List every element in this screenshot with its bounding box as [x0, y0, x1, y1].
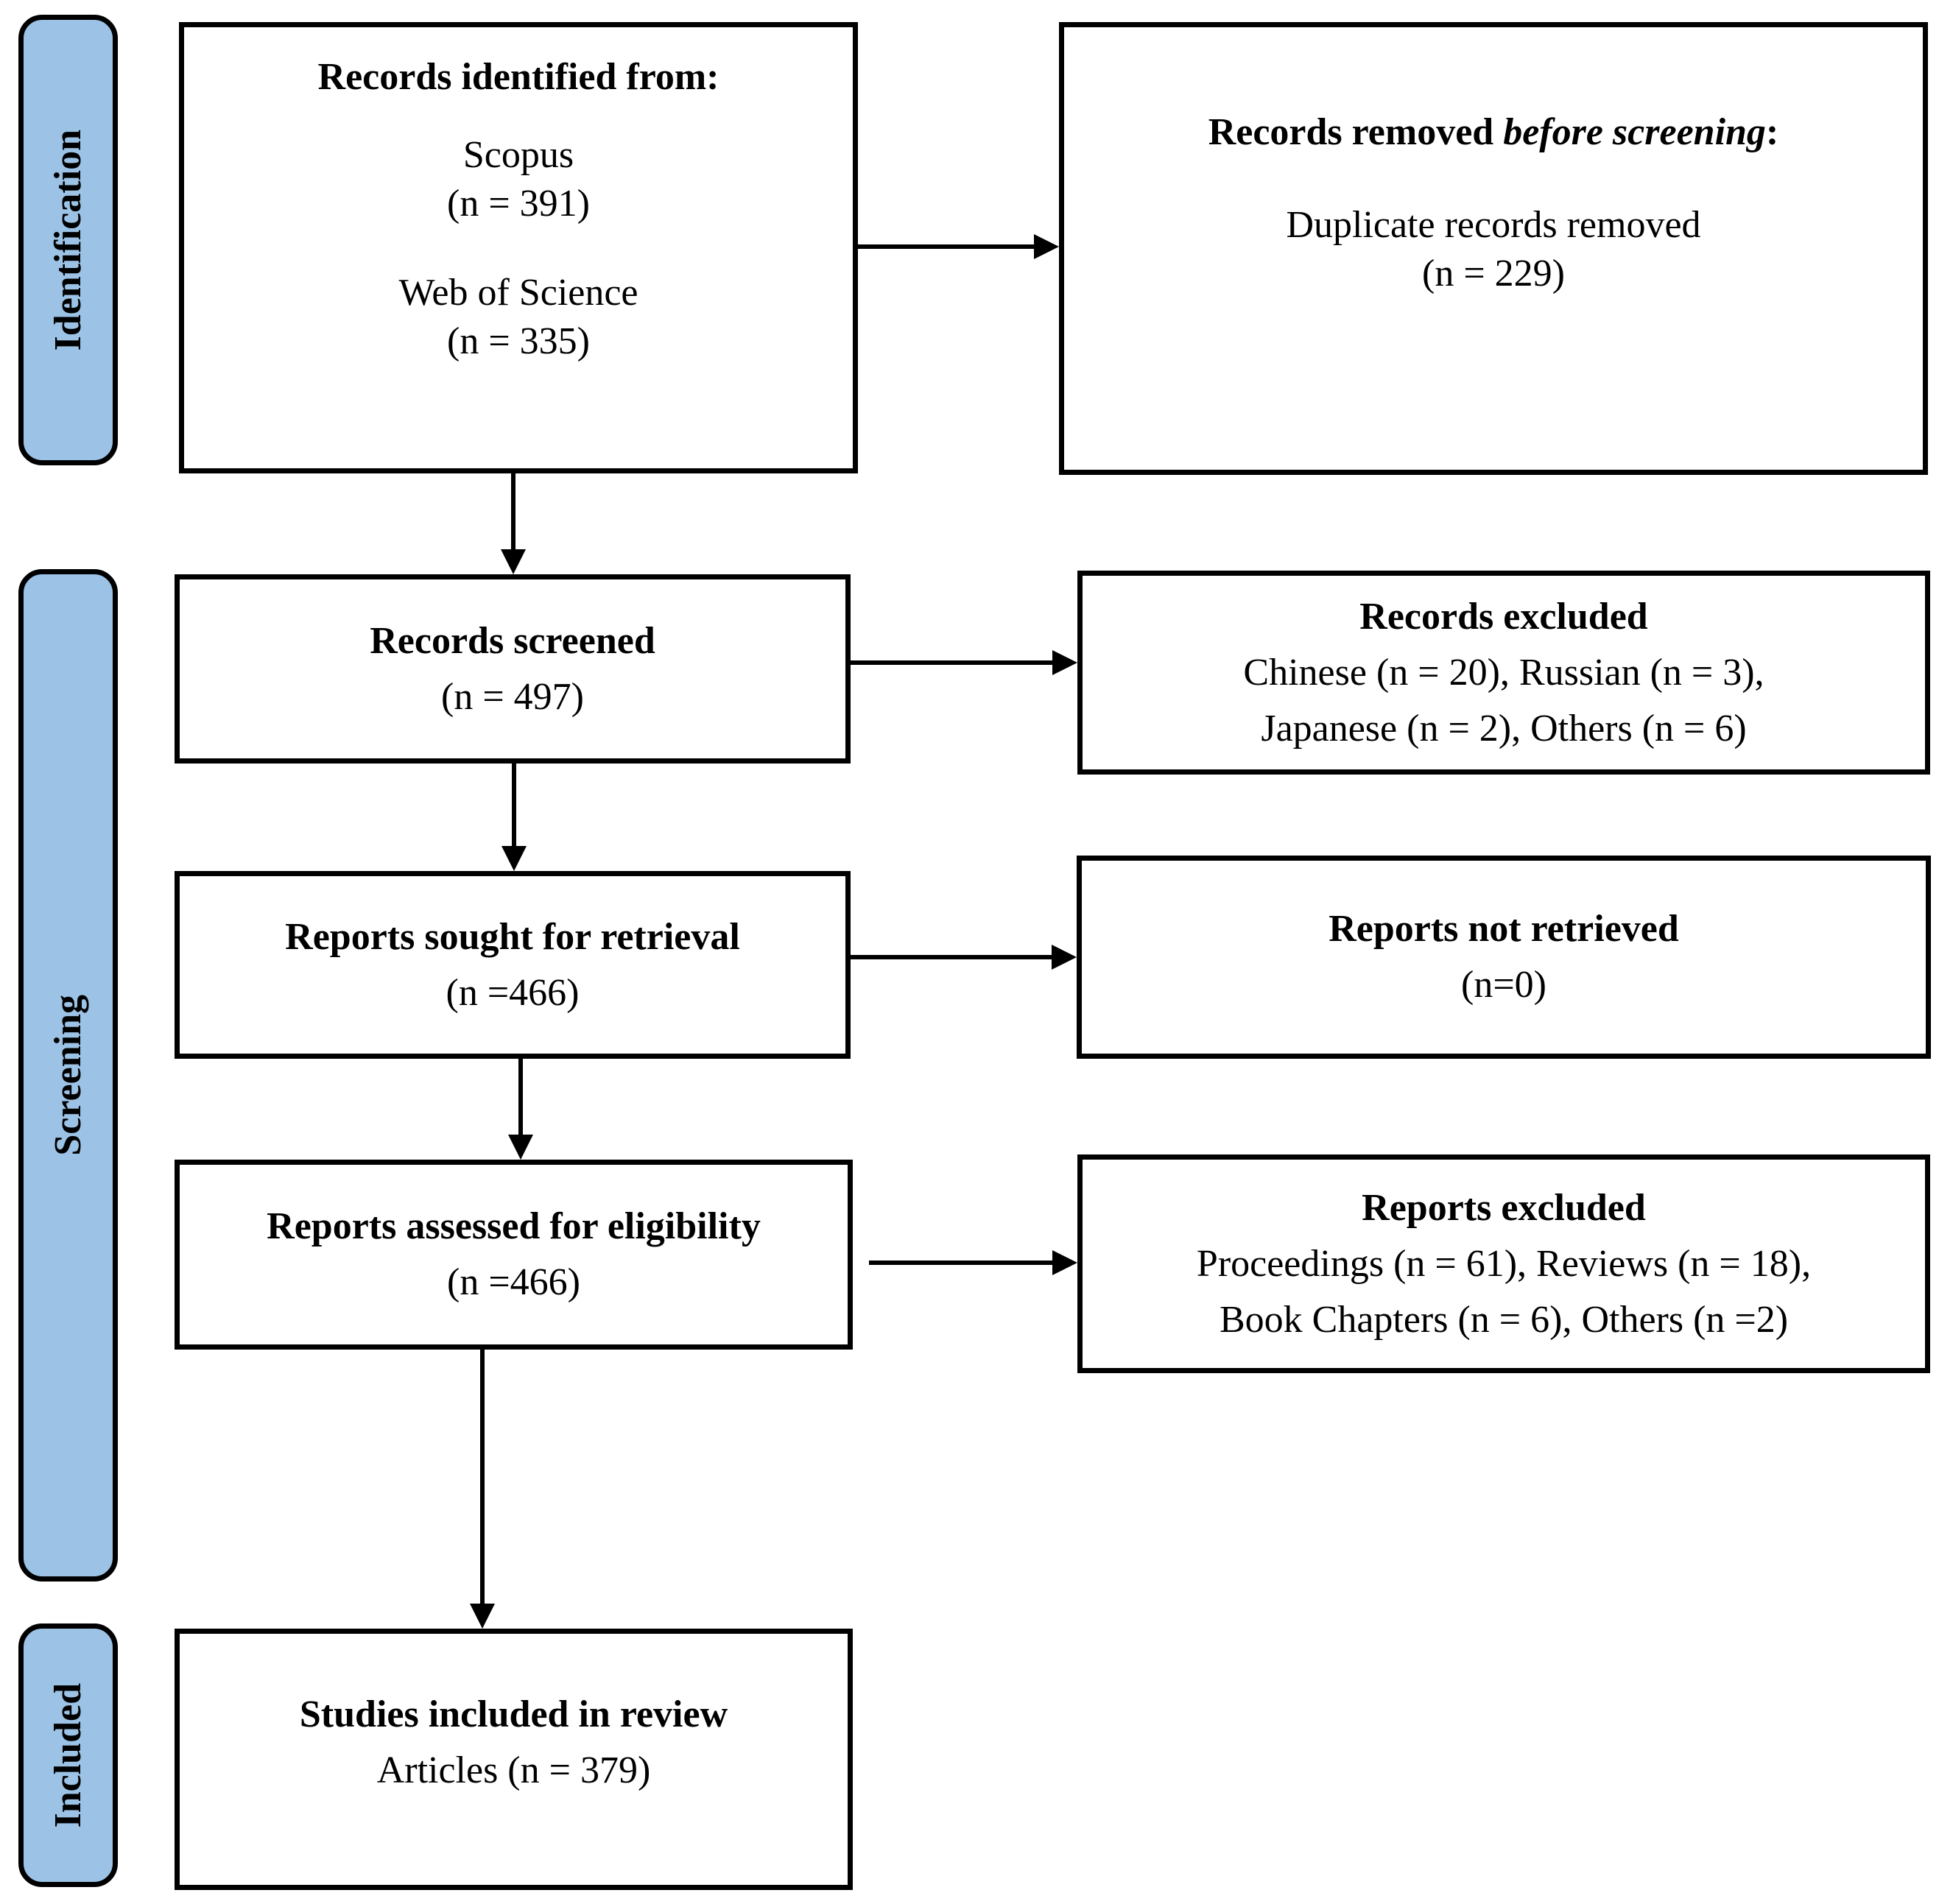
records-screened-count: (n = 497) — [441, 675, 584, 718]
reports-sought-title: Reports sought for retrieval — [285, 915, 740, 958]
reports-not-retrieved-count: (n=0) — [1461, 964, 1546, 1006]
records-removed-title-prefix: Records removed — [1208, 111, 1504, 153]
box-records-excluded: Records excluded Chinese (n = 20), Russi… — [1077, 571, 1930, 775]
box-records-removed: Records removed before screening: Duplic… — [1059, 22, 1928, 475]
reports-assessed-count: (n =466) — [447, 1261, 580, 1303]
arrowhead-down-icon — [470, 1604, 495, 1629]
reports-excluded-line2: Book Chapters (n = 6), Others (n =2) — [1219, 1298, 1789, 1341]
duplicates-removed-count: (n = 229) — [1422, 253, 1565, 295]
arrowhead-right-icon — [1052, 945, 1077, 970]
stage-label-included: Included — [47, 1682, 89, 1828]
records-removed-title-suffix: : — [1765, 111, 1779, 153]
arrowhead-right-icon — [1052, 1250, 1077, 1275]
box-records-identified: Records identified from: Scopus (n = 391… — [179, 22, 858, 473]
records-removed-title-italic: before screening — [1503, 111, 1766, 153]
stage-bar-included: Included — [18, 1623, 118, 1887]
records-excluded-line1: Chinese (n = 20), Russian (n = 3), — [1243, 651, 1764, 694]
arrow-line — [858, 244, 1035, 249]
duplicates-removed-label: Duplicate records removed — [1286, 204, 1701, 246]
box-reports-excluded: Reports excluded Proceedings (n = 61), R… — [1077, 1154, 1930, 1373]
reports-excluded-title: Reports excluded — [1362, 1186, 1646, 1229]
arrow-line — [511, 473, 515, 551]
stage-bar-screening: Screening — [18, 569, 118, 1582]
box-studies-included: Studies included in review Articles (n =… — [175, 1629, 853, 1890]
box-records-screened: Records screened (n = 497) — [175, 574, 851, 764]
arrow-line — [512, 764, 516, 847]
source-wos-count: (n = 335) — [447, 320, 590, 362]
arrowhead-right-icon — [1052, 650, 1077, 675]
source-wos: Web of Science — [398, 272, 638, 314]
source-scopus-count: (n = 391) — [447, 183, 590, 225]
stage-bar-identification: Identification — [18, 15, 118, 465]
reports-sought-count: (n =466) — [446, 971, 580, 1014]
arrow-line — [851, 660, 1054, 665]
reports-excluded-line1: Proceedings (n = 61), Reviews (n = 18), — [1196, 1242, 1812, 1285]
arrowhead-down-icon — [501, 549, 526, 574]
box-reports-not-retrieved: Reports not retrieved (n=0) — [1077, 856, 1931, 1059]
stage-label-identification: Identification — [47, 129, 89, 351]
arrowhead-down-icon — [508, 1135, 533, 1160]
arrow-line — [518, 1059, 523, 1136]
reports-assessed-title: Reports assessed for eligibility — [267, 1205, 761, 1247]
records-removed-title: Records removed before screening: — [1208, 108, 1779, 157]
records-excluded-line2: Japanese (n = 2), Others (n = 6) — [1261, 707, 1747, 750]
box-reports-sought: Reports sought for retrieval (n =466) — [175, 871, 851, 1059]
source-scopus: Scopus — [462, 134, 574, 176]
arrow-line — [480, 1350, 485, 1605]
box-reports-assessed: Reports assessed for eligibility (n =466… — [175, 1160, 853, 1350]
reports-not-retrieved-title: Reports not retrieved — [1329, 908, 1679, 950]
studies-included-count: Articles (n = 379) — [376, 1749, 651, 1791]
records-identified-title: Records identified from: — [317, 56, 719, 98]
arrow-line — [851, 955, 1053, 959]
stage-label-screening: Screening — [47, 995, 89, 1156]
records-screened-title: Records screened — [370, 619, 655, 662]
arrow-line — [869, 1260, 1054, 1265]
studies-included-title: Studies included in review — [299, 1693, 728, 1735]
arrowhead-down-icon — [502, 846, 527, 871]
records-excluded-title: Records excluded — [1359, 595, 1648, 638]
arrowhead-right-icon — [1034, 234, 1059, 259]
